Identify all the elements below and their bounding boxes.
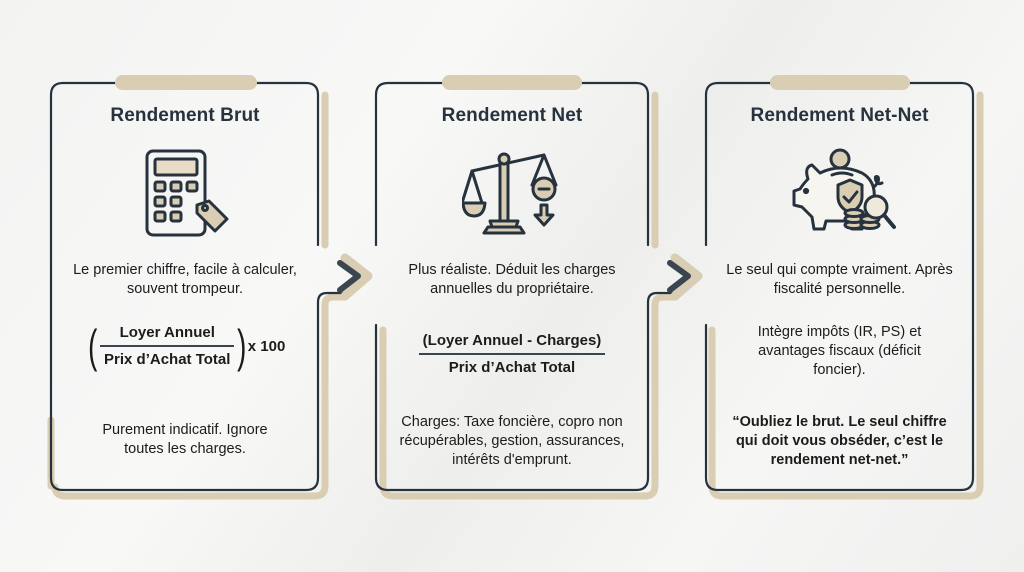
open-paren: ( (87, 320, 97, 372)
close-paren: ) (237, 320, 247, 372)
card-description: Plus réaliste. Déduit les charges annuel… (408, 262, 616, 297)
card-note: Charges: Taxe foncière, copro non récupé… (399, 414, 625, 468)
card-detail: Intègre impôts (IR, PS) et avantages fis… (757, 324, 922, 378)
formula-denominator: Prix d’Achat Total (448, 359, 576, 376)
card-description: Le premier chiffre, facile à calculer, s… (73, 262, 297, 297)
formula-denominator: Prix d’Achat Total (104, 351, 231, 368)
fraction: (Loyer Annuel - Charges) Prix d’Achat Tot… (418, 331, 606, 377)
formula-multiplier: x 100 (247, 337, 286, 355)
chevron-right-arrow-icon (667, 253, 703, 301)
card-rendement-brut: Rendement Brut Le premier chiffre, facil… (51, 83, 319, 490)
formula-numerator: Loyer Annuel (100, 323, 235, 347)
calculator-price-tag-icon (145, 149, 229, 237)
card-rendement-net: Rendement Net Plus réaliste. Déduit les … (376, 83, 648, 490)
card-title: Rendement Net-Net (750, 105, 929, 126)
scale-minus-icon (462, 152, 558, 235)
card-title: Rendement Net (441, 105, 583, 126)
formula-numerator: (Loyer Annuel - Charges) (418, 331, 606, 355)
card-quote: “Oubliez le brut. Le seul chiffre qui do… (732, 414, 947, 468)
card-note: Purement indicatif. Ignore toutes les ch… (102, 422, 268, 457)
card-rendement-net-net: Rendement Net-Net Le seul qui compte vra… (706, 83, 973, 490)
card-description: Le seul qui compte vraiment. Après fisca… (726, 262, 953, 297)
formula: (Loyer Annuel - Charges) Prix d’Achat Tot… (390, 331, 634, 377)
card-title: Rendement Brut (110, 105, 260, 126)
chevron-right-arrow-icon (337, 253, 373, 301)
piggy-bank-shield-icon (792, 148, 896, 231)
